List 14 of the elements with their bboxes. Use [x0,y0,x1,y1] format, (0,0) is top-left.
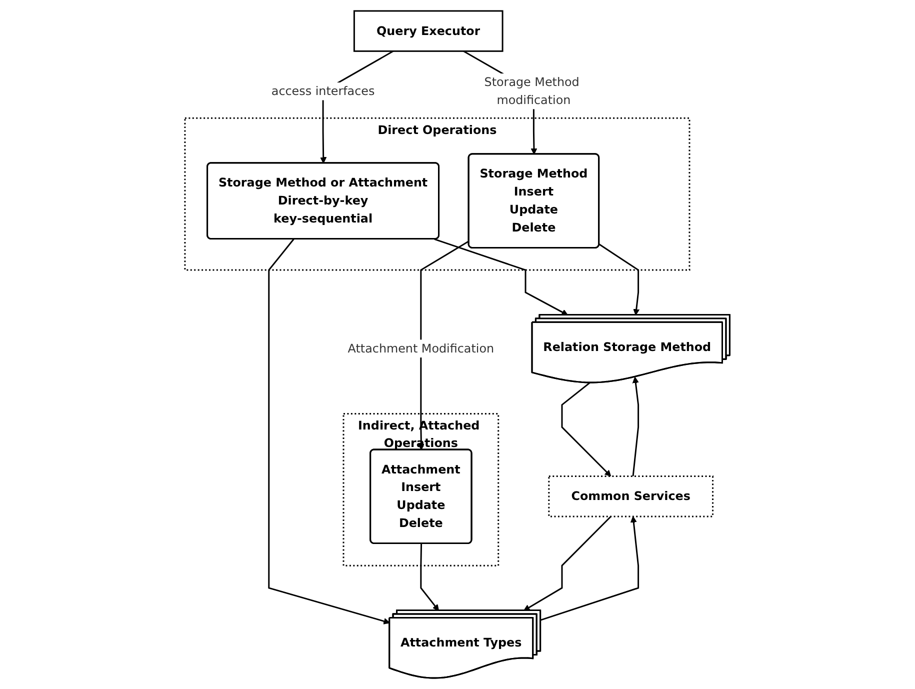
node-box: Query Executor [354,10,504,52]
arrow [540,516,640,621]
arrow [561,382,612,477]
node-box: Common Services [548,476,714,518]
edge-label: Attachment Modification [348,341,494,356]
arrow [434,238,568,316]
edge-label: access interfaces [272,84,375,98]
edge-label: Storage Method modification [484,74,580,107]
arrow [598,244,640,316]
arrow [524,516,612,611]
arrow [632,376,640,476]
arrow [268,238,390,624]
arrow [420,544,440,611]
arrow [418,240,470,450]
